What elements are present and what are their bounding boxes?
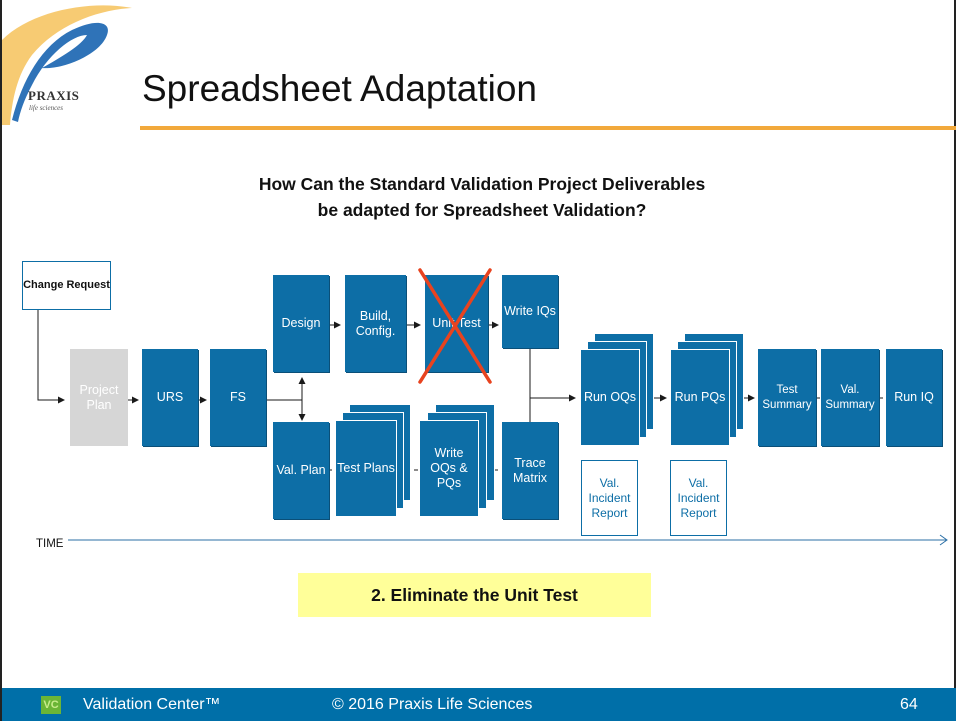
build-config-box: Build, Config. [345,275,406,372]
test-summary-box: Test Summary [758,349,816,446]
subtitle-line-2: be adapted for Spreadsheet Validation? [317,200,647,220]
page-number: 64 [900,696,918,713]
page-title: Spreadsheet Adaptation [142,68,537,109]
val-plan-box: Val. Plan [273,422,329,519]
subtitle-line-1: How Can the Standard Validation Project … [258,174,706,194]
test-plans-box: Test Plans [335,420,397,517]
footer-product-name: Validation Center™ [83,696,221,713]
logo-name: PRAXIS [28,88,80,103]
footer-copyright: © 2016 Praxis Life Sciences [332,696,533,713]
time-axis-label: TIME [36,538,64,550]
slide-subtitle: How Can the Standard Validation Project … [152,171,812,223]
footer-bar: VC Validation Center™ © 2016 Praxis Life… [2,688,956,721]
change-request-box: Change Request [22,261,111,310]
val-incident-report-pq-box: Val. Incident Report [670,460,727,536]
write-iqs-box: Write IQs [502,275,558,348]
run-pqs-box: Run PQs [670,349,730,446]
praxis-logo-swoosh-icon [2,5,132,125]
callout-eliminate-unit-test: 2. Eliminate the Unit Test [298,573,651,617]
run-oqs-box: Run OQs [580,349,640,446]
title-underline [140,126,956,130]
val-summary-box: Val. Summary [821,349,879,446]
trace-matrix-box: Trace Matrix [502,422,558,519]
logo-tagline: life sciences [29,104,64,112]
urs-box: URS [142,349,198,446]
project-plan-box: Project Plan [70,349,128,446]
val-incident-report-oq-box: Val. Incident Report [581,460,638,536]
design-box: Design [273,275,329,372]
run-iq-box: Run IQ [886,349,942,446]
fs-box: FS [210,349,266,446]
validation-center-logo-icon: VC [41,696,61,714]
write-oqs-pqs-box: Write OQs & PQs [419,420,479,517]
